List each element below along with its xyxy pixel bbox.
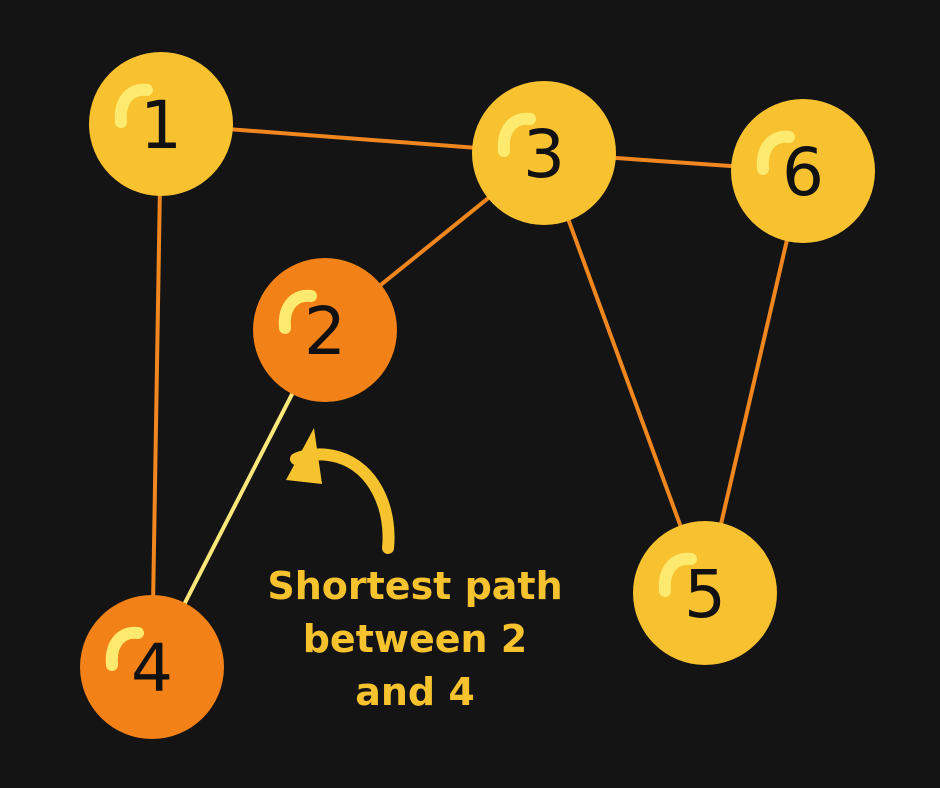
node-1-label: 1 (140, 87, 182, 164)
node-6-circle (731, 99, 875, 243)
node-5-label: 5 (684, 556, 726, 633)
annotation: Shortest path between 2 and 4 (267, 428, 563, 714)
node-4-circle (80, 595, 224, 739)
node-1-circle (89, 52, 233, 196)
arrowhead-icon (286, 428, 322, 484)
node-6-label: 6 (782, 134, 824, 211)
node-4: 4 (80, 595, 224, 739)
node-3: 3 (472, 81, 616, 225)
caption-line-1: Shortest path (267, 564, 562, 608)
node-4-shine (105, 626, 144, 671)
node-1: 1 (89, 52, 233, 196)
node-5: 5 (633, 521, 777, 665)
node-3-circle (472, 81, 616, 225)
node-6: 6 (731, 99, 875, 243)
node-3-label: 3 (523, 116, 565, 193)
node-5-circle (633, 521, 777, 665)
node-3-shine (497, 112, 536, 157)
node-2: 2 (253, 258, 397, 402)
edge-6-5 (703, 170, 805, 594)
edge-3-5 (542, 152, 707, 594)
edge-1-4 (150, 123, 163, 668)
node-2-circle (253, 258, 397, 402)
caption-line-2: between 2 (303, 617, 528, 661)
caption-line-3: and 4 (355, 670, 475, 714)
node-4-label: 4 (131, 630, 173, 707)
node-6-shine (756, 130, 795, 175)
nodes-layer: 1 2 3 4 5 6 (80, 52, 875, 739)
node-5-shine (658, 552, 697, 597)
node-2-shine (278, 289, 317, 334)
node-2-label: 2 (304, 293, 346, 370)
node-1-shine (114, 83, 153, 128)
